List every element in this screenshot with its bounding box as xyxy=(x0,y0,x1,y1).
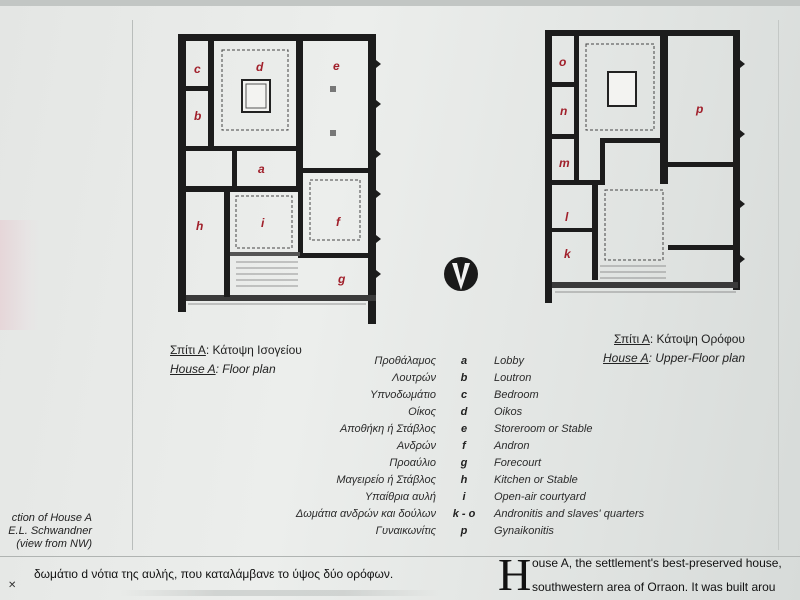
room-legend: Προθάλαμος a Lobby Λουτρών b Loutron Υπν… xyxy=(290,355,650,545)
legend-en-d: Oikos xyxy=(494,406,523,418)
legend-en-h: Kitchen or Stable xyxy=(494,474,578,486)
legend-en-c: Bedroom xyxy=(494,389,539,401)
caption-floor-gr: : Κάτοψη Ισογείου xyxy=(205,343,302,357)
legend-code-a: a xyxy=(460,355,468,367)
english-body-line-2: southwestern area of Orraon. It was buil… xyxy=(532,580,776,594)
room-label-e: e xyxy=(333,59,340,73)
legend-code-d: d xyxy=(460,406,468,418)
legend-en-a: Lobby xyxy=(494,355,524,367)
panel-top-edge xyxy=(0,0,800,6)
room-label-g: g xyxy=(337,272,346,286)
room-label-p: p xyxy=(695,102,703,116)
caption-house-en: House A xyxy=(170,362,216,376)
legend-code-b: b xyxy=(460,372,468,384)
panel-divider-left xyxy=(132,20,133,550)
legend-gr-d: Οίκος xyxy=(408,406,436,418)
caption-line-1: ction of House A xyxy=(11,512,92,524)
legend-gr-f: Ανδρών xyxy=(396,440,436,452)
bullet-mark: ✕ xyxy=(8,580,17,591)
greek-body-line: δωμάτιο d νότια της αυλής, που καταλάμβα… xyxy=(34,567,394,581)
room-label-k: k xyxy=(564,247,572,261)
legend-en-g: Forecourt xyxy=(494,457,542,469)
room-label-l: l xyxy=(565,210,569,224)
legend-code-f: f xyxy=(462,440,466,452)
legend-code-c: c xyxy=(460,389,468,401)
caption-floor-gr-upper: : Κάτοψη Ορόφου xyxy=(649,332,745,346)
caption-house-en-upper: House A xyxy=(603,351,649,365)
legend-code-g: g xyxy=(460,457,468,469)
panel-divider-right xyxy=(778,20,779,550)
legend-en-p: Gynaikonitis xyxy=(494,525,554,537)
legend-en-b: Loutron xyxy=(494,372,532,384)
legend-gr-p: Γυναικωνίτις xyxy=(375,525,436,537)
legend-code-i: i xyxy=(462,491,466,503)
legend-code-e: e xyxy=(460,423,468,435)
greek-body-line-faded xyxy=(120,590,440,596)
room-label-c: c xyxy=(194,62,201,76)
room-label-m: m xyxy=(559,156,570,170)
legend-en-k-o: Andronitis and slaves' quarters xyxy=(494,508,645,520)
legend-en-e: Storeroom or Stable xyxy=(494,423,593,435)
legend-code-h: h xyxy=(460,474,468,486)
legend-gr-i: Υπαίθρια αυλή xyxy=(364,491,436,503)
legend-gr-g: Προαύλιο xyxy=(389,457,436,469)
room-label-b: b xyxy=(194,109,201,123)
drop-cap: H xyxy=(498,549,532,600)
legend-gr-e: Αποθήκη ή Στάβλος xyxy=(339,423,436,435)
caption-floor-en: : Floor plan xyxy=(215,362,276,376)
upper-plan-caption-greek: Σπίτι Α: Κάτοψη Ορόφου xyxy=(614,332,745,346)
room-label-n: n xyxy=(560,104,567,118)
ground-plan-caption-greek: Σπίτι Α: Κάτοψη Ισογείου xyxy=(170,343,302,357)
legend-gr-h: Μαγειρείο ή Στάβλος xyxy=(336,474,436,486)
legend-gr-k-o: Δωμάτια ανδρών και δούλων xyxy=(295,508,436,520)
legend-code-k-o: k - o xyxy=(452,508,476,520)
legend-en-i: Open-air courtyard xyxy=(494,491,586,503)
caption-house-gr: Σπίτι Α xyxy=(170,343,206,357)
ground-plan-caption-english: House A: Floor plan xyxy=(170,362,276,376)
faded-section-drawing xyxy=(0,220,40,330)
bottom-rule xyxy=(0,556,800,557)
room-label-h: h xyxy=(196,219,203,233)
caption-line-3: (view from NW) xyxy=(16,538,92,550)
caption-floor-en-upper: : Upper-Floor plan xyxy=(648,351,746,365)
room-label-a: a xyxy=(258,162,265,176)
section-drawing-caption: ction of House A E.L. Schwandner (view f… xyxy=(0,512,92,551)
caption-line-2: E.L. Schwandner xyxy=(8,525,92,537)
legend-gr-b: Λουτρών xyxy=(392,372,436,384)
legend-en-f: Andron xyxy=(494,440,530,452)
english-body-line-1: ouse A, the settlement's best-preserved … xyxy=(532,556,782,570)
room-label-o: o xyxy=(559,55,566,69)
legend-gr-a: Προθάλαμος xyxy=(374,355,436,367)
legend-gr-c: Υπνοδωμάτιο xyxy=(370,389,436,401)
legend-code-p: p xyxy=(460,525,468,537)
caption-house-gr-upper: Σπίτι Α xyxy=(614,332,650,346)
room-label-f: f xyxy=(336,215,341,229)
upper-plan-caption-english: House A: Upper-Floor plan xyxy=(603,351,745,365)
room-label-d: d xyxy=(256,60,264,74)
room-label-i: i xyxy=(261,216,265,230)
